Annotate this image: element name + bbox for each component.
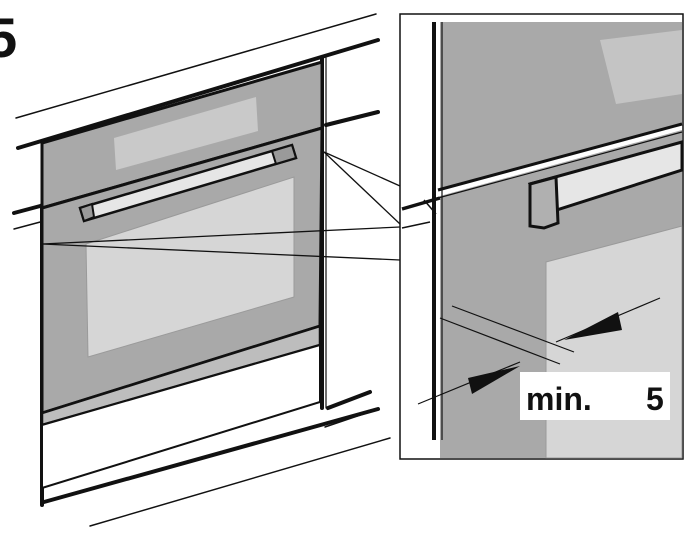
detail-display-window — [600, 30, 682, 104]
oven-main-view — [12, 13, 401, 527]
detail-label-box — [520, 372, 670, 420]
door-handle — [78, 143, 298, 223]
gap-measurement-lines — [417, 297, 661, 405]
oven-door-window — [85, 176, 295, 358]
label-min-value: 5 — [646, 381, 664, 417]
step-number: 5 — [0, 6, 17, 69]
zoom-leader-lines — [41, 151, 401, 261]
detail-zoom-view: min. 5 — [399, 13, 684, 460]
detail-door-handle — [527, 140, 684, 230]
label-min: min. — [526, 381, 592, 417]
oven-plinth — [41, 343, 321, 490]
control-display-window — [114, 97, 258, 170]
gap-arrow-upper — [564, 312, 622, 340]
detail-door-window — [545, 225, 683, 459]
gap-arrow-lower — [468, 366, 520, 394]
